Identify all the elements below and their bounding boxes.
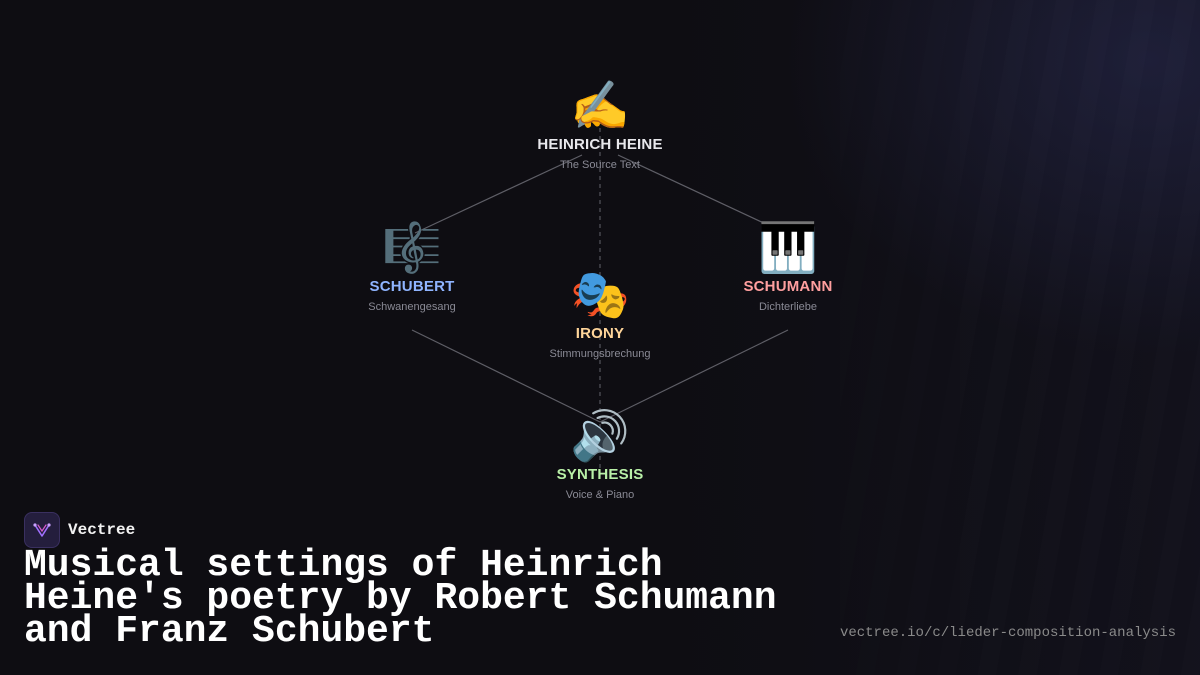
page-url[interactable]: vectree.io/c/lieder-composition-analysis bbox=[839, 625, 1176, 641]
node-label: IRONY bbox=[575, 325, 625, 342]
edge-heine-schumann bbox=[617, 154, 786, 234]
brand-name: Vectree bbox=[68, 521, 136, 539]
musical-score-icon: 🎼 bbox=[382, 220, 442, 276]
node-subtitle: Dichterliebe bbox=[758, 301, 818, 313]
node-schumann: 🎹 SCHUMANN Dichterliebe bbox=[688, 220, 888, 313]
node-label: HEINRICH HEINE bbox=[537, 136, 663, 153]
node-synthesis: 🔊 SYNTHESIS Voice & Piano bbox=[500, 408, 700, 501]
node-label: SCHUMANN bbox=[743, 278, 833, 295]
edge-schubert-synthesis bbox=[411, 329, 601, 423]
edge-heine-schubert bbox=[414, 154, 583, 234]
node-irony: 🎭 IRONY Stimmungsbrechung bbox=[500, 267, 700, 360]
speaker-icon: 🔊 bbox=[570, 408, 630, 464]
piano-icon: 🎹 bbox=[758, 220, 818, 276]
node-subtitle: The Source Text bbox=[560, 159, 640, 171]
writing-hand-icon: ✍️ bbox=[570, 78, 630, 134]
edge-schumann-synthesis bbox=[599, 329, 789, 423]
node-subtitle: Schwanengesang bbox=[368, 301, 456, 313]
brand: Vectree bbox=[24, 512, 135, 548]
node-heinrich-heine: ✍️ HEINRICH HEINE The Source Text bbox=[500, 78, 700, 171]
theater-masks-icon: 🎭 bbox=[570, 267, 630, 323]
node-label: SYNTHESIS bbox=[556, 466, 644, 483]
node-subtitle: Stimmungsbrechung bbox=[549, 348, 651, 360]
page-title: Musical settings of Heinrich Heine's poe… bbox=[24, 544, 777, 653]
node-label: SCHUBERT bbox=[369, 278, 455, 295]
vectree-logo-icon bbox=[24, 512, 60, 548]
node-schubert: 🎼 SCHUBERT Schwanengesang bbox=[312, 220, 512, 313]
node-subtitle: Voice & Piano bbox=[565, 489, 635, 501]
